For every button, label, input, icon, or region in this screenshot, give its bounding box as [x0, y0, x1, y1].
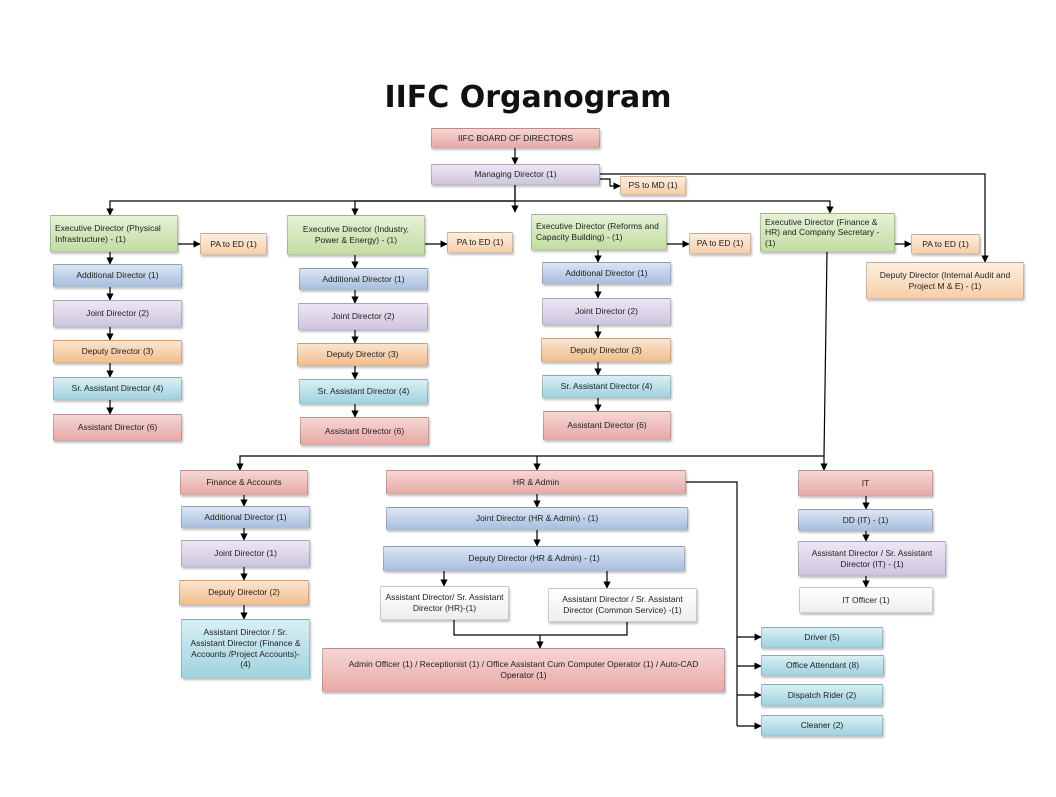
- pa-to-ed-1-box: PA to ED (1): [200, 233, 267, 255]
- col1-deputy-director-box: Deputy Director (3): [53, 340, 182, 363]
- col2-additional-director-box: Additional Director (1): [299, 268, 428, 290]
- hr-assistant-director-box: Assistant Director/ Sr. Assistant Direct…: [380, 586, 509, 620]
- it-dd-box: DD (IT) - (1): [798, 509, 933, 531]
- hr-joint-director-box: Joint Director (HR & Admin) - (1): [386, 507, 688, 530]
- it-assistant-director-box: Assistant Director / Sr. Assistant Direc…: [798, 541, 946, 576]
- finance-joint-director-box: Joint Director (1): [181, 540, 310, 567]
- it-officer-box: IT Officer (1): [799, 587, 933, 613]
- pa-to-ed-3-box: PA to ED (1): [689, 233, 751, 254]
- ed-reforms-capacity-box: Executive Director (Reforms and Capacity…: [531, 214, 667, 250]
- driver-box: Driver (5): [761, 627, 883, 648]
- managing-director-box: Managing Director (1): [431, 164, 600, 185]
- col3-sr-assistant-director-box: Sr. Assistant Director (4): [542, 375, 671, 398]
- ps-to-md-box: PS to MD (1): [620, 176, 686, 195]
- col2-deputy-director-box: Deputy Director (3): [297, 343, 428, 366]
- pa-to-ed-2-box: PA to ED (1): [447, 232, 513, 253]
- col1-joint-director-box: Joint Director (2): [53, 300, 182, 327]
- col3-additional-director-box: Additional Director (1): [542, 262, 671, 284]
- col1-assistant-director-box: Assistant Director (6): [53, 414, 182, 441]
- common-service-assistant-director-box: Assistant Director / Sr. Assistant Direc…: [548, 588, 697, 622]
- ed-industry-power-energy-box: Executive Director (Industry, Power & En…: [287, 215, 425, 255]
- hr-deputy-director-box: Deputy Director (HR & Admin) - (1): [383, 546, 685, 571]
- finance-deputy-director-box: Deputy Director (2): [179, 580, 309, 605]
- dispatch-rider-box: Dispatch Rider (2): [761, 684, 883, 706]
- col3-assistant-director-box: Assistant Director (6): [543, 411, 671, 440]
- cleaner-box: Cleaner (2): [761, 715, 883, 736]
- col1-sr-assistant-director-box: Sr. Assistant Director (4): [53, 377, 182, 400]
- finance-accounts-box: Finance & Accounts: [180, 470, 308, 495]
- col1-additional-director-box: Additional Director (1): [53, 264, 182, 287]
- page-title: IIFC Organogram: [384, 80, 672, 115]
- office-attendant-box: Office Attendant (8): [761, 655, 884, 676]
- pa-to-ed-4-box: PA to ED (1): [911, 234, 980, 254]
- it-box: IT: [798, 470, 933, 496]
- col3-deputy-director-box: Deputy Director (3): [541, 338, 671, 362]
- col2-joint-director-box: Joint Director (2): [298, 303, 428, 330]
- board-of-directors-box: IIFC BOARD OF DIRECTORS: [431, 128, 600, 148]
- col2-sr-assistant-director-box: Sr. Assistant Director (4): [299, 379, 428, 404]
- ed-finance-hr-box: Executive Director (Finance & HR) and Co…: [760, 213, 895, 252]
- col2-assistant-director-box: Assistant Director (6): [300, 417, 429, 445]
- ed-physical-infrastructure-box: Executive Director (Physical Infrastruct…: [50, 215, 178, 252]
- finance-assistant-director-box: Assistant Director / Sr. Assistant Direc…: [181, 619, 310, 678]
- col3-joint-director-box: Joint Director (2): [542, 298, 671, 325]
- finance-additional-director-box: Additional Director (1): [181, 506, 310, 528]
- hr-admin-box: HR & Admin: [386, 470, 686, 494]
- admin-staff-box: Admin Officer (1) / Receptionist (1) / O…: [322, 648, 725, 692]
- internal-audit-box: Deputy Director (Internal Audit and Proj…: [866, 262, 1024, 299]
